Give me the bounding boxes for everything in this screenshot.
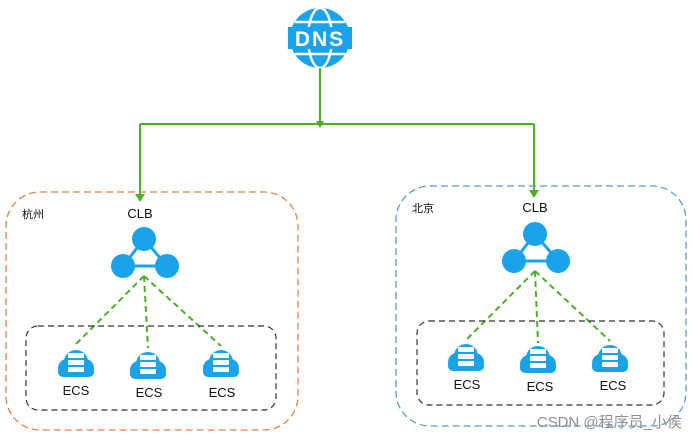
- clb-to-ecs-links: [75, 275, 222, 349]
- arrowhead: [316, 121, 324, 128]
- ecs-link-line: [534, 270, 611, 342]
- ecs-server-icon: [130, 352, 166, 379]
- ecs-label: ECS: [63, 383, 90, 398]
- arrowhead: [135, 194, 145, 202]
- load-balancer-icon: [502, 222, 570, 273]
- region-border: [395, 185, 687, 427]
- clb-to-ecs-links: [465, 270, 611, 344]
- ecs-server-icon: [448, 344, 484, 371]
- ecs-group-border: [416, 320, 665, 406]
- ecs-link-line: [143, 275, 149, 349]
- dns-globe-icon: DNS: [288, 6, 352, 70]
- watermark: CSDN @程序员_小侯: [536, 414, 682, 431]
- ecs-link-line: [75, 275, 145, 345]
- ecs-label: ECS: [136, 385, 163, 400]
- ecs-server-icon: [58, 350, 94, 377]
- dns-connectors: [135, 68, 539, 202]
- ecs-server-icon: [203, 350, 239, 377]
- ecs-label: ECS: [600, 378, 627, 393]
- clb-label: CLB: [522, 200, 547, 215]
- arrowhead: [529, 190, 539, 198]
- ecs-label: ECS: [527, 379, 554, 394]
- ecs-label: ECS: [209, 385, 236, 400]
- region-name: 杭州: [22, 207, 44, 221]
- ecs-server-icon: [520, 346, 556, 373]
- ecs-link-line: [143, 275, 222, 347]
- clb-label: CLB: [127, 206, 152, 221]
- ecs-link-line: [534, 270, 539, 344]
- region-border: [5, 191, 299, 431]
- region-beijing: 北京 CLB ECS ECS ECS: [395, 185, 687, 427]
- load-balancer-icon: [111, 227, 179, 278]
- region-name: 北京: [412, 201, 434, 215]
- region-hangzhou: 杭州 CLB ECS ECS ECS: [5, 191, 299, 431]
- ecs-server-icon: [592, 345, 628, 372]
- dns-label: DNS: [295, 28, 345, 51]
- ecs-group-border: [25, 325, 277, 411]
- ecs-label: ECS: [454, 377, 481, 392]
- ecs-link-line: [465, 270, 536, 341]
